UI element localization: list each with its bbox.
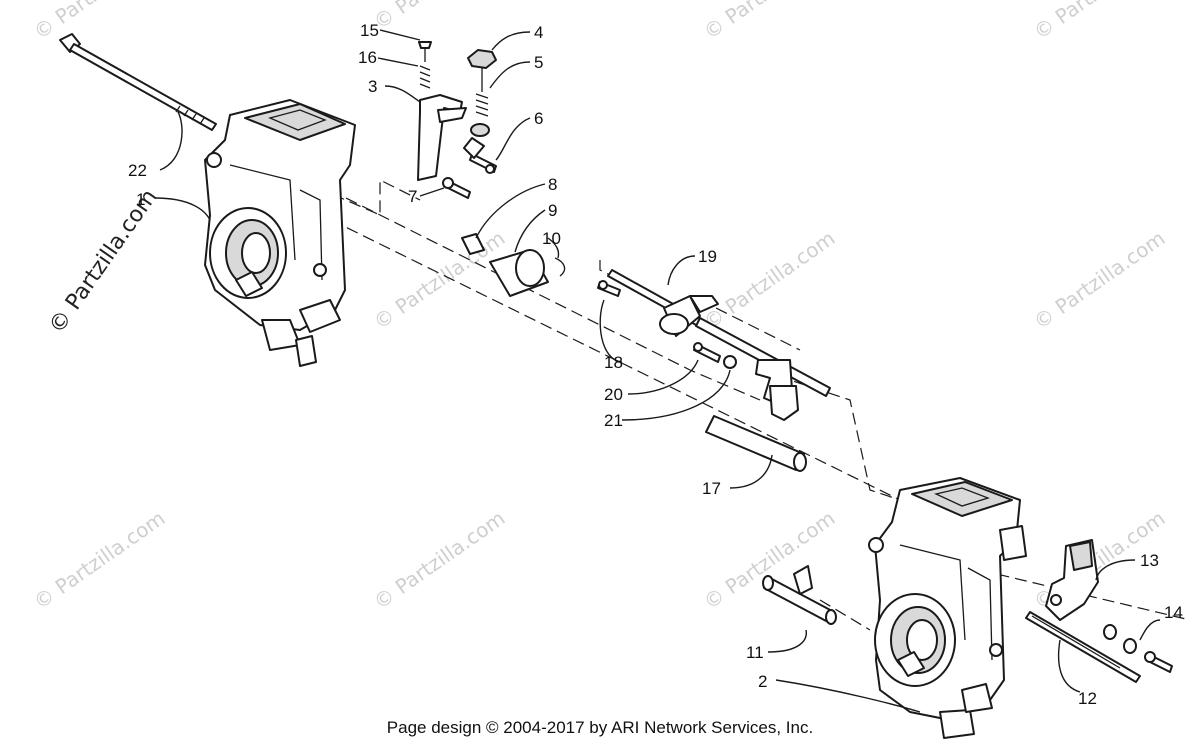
sensor xyxy=(1045,539,1099,621)
callout-4: 4 xyxy=(534,23,543,42)
screw-7 xyxy=(442,177,471,199)
callout-15: 15 xyxy=(360,21,379,40)
callout-3: 3 xyxy=(368,77,377,96)
callout-11: 11 xyxy=(746,643,764,662)
bracket xyxy=(417,94,467,181)
watermark: © Partzilla.com xyxy=(1029,226,1169,334)
callout-13: 13 xyxy=(1140,551,1159,570)
callout-19: 19 xyxy=(698,247,717,266)
watermark: © Partzilla.com xyxy=(699,506,839,614)
callout-14: 14 xyxy=(1164,603,1183,622)
t-fitting xyxy=(762,565,837,625)
leader-lines xyxy=(154,29,1161,713)
watermark: © Partzilla.com xyxy=(1029,0,1169,44)
callout-17: 17 xyxy=(702,479,721,498)
knob-assembly xyxy=(463,49,497,174)
callout-21: 21 xyxy=(604,411,623,430)
watermark: © Partzilla.com xyxy=(369,506,509,614)
callout-18: 18 xyxy=(604,353,623,372)
footer-credit: Page design © 2004-2017 by ARI Network S… xyxy=(386,718,814,737)
callout-5: 5 xyxy=(534,53,543,72)
callout-12: 12 xyxy=(1078,689,1097,708)
carburetor-upper xyxy=(204,99,356,367)
callout-22: 22 xyxy=(128,161,147,180)
bolt-long xyxy=(59,33,217,131)
throttle-shaft xyxy=(597,269,831,421)
assembly-lines xyxy=(249,179,1191,631)
callout-2: 2 xyxy=(758,672,767,691)
callout-6: 6 xyxy=(534,109,543,128)
watermark: © Partzilla.com xyxy=(29,0,169,44)
callout-labels: 1 2 3 4 5 6 7 8 9 10 11 12 13 14 15 16 1… xyxy=(128,21,1183,708)
callout-20: 20 xyxy=(604,385,623,404)
watermark: © Partzilla.com xyxy=(369,226,509,334)
callout-9: 9 xyxy=(548,201,557,220)
watermark: © Partzilla.com xyxy=(369,0,509,34)
tube xyxy=(705,415,807,472)
callout-10: 10 xyxy=(542,229,561,248)
watermark: © Partzilla.com xyxy=(29,506,169,614)
screw-spring-left xyxy=(418,41,432,89)
bushing-sleeve xyxy=(461,233,566,297)
watermark: © Partzilla.com xyxy=(699,226,839,334)
carburetor-lower xyxy=(868,477,1027,739)
callout-1: 1 xyxy=(136,190,145,209)
rod xyxy=(1025,611,1141,683)
callout-8: 8 xyxy=(548,175,557,194)
callout-16: 16 xyxy=(358,48,377,67)
callout-7: 7 xyxy=(408,187,417,206)
washer-screw xyxy=(1103,624,1173,673)
watermark: © Partzilla.com xyxy=(699,0,839,44)
